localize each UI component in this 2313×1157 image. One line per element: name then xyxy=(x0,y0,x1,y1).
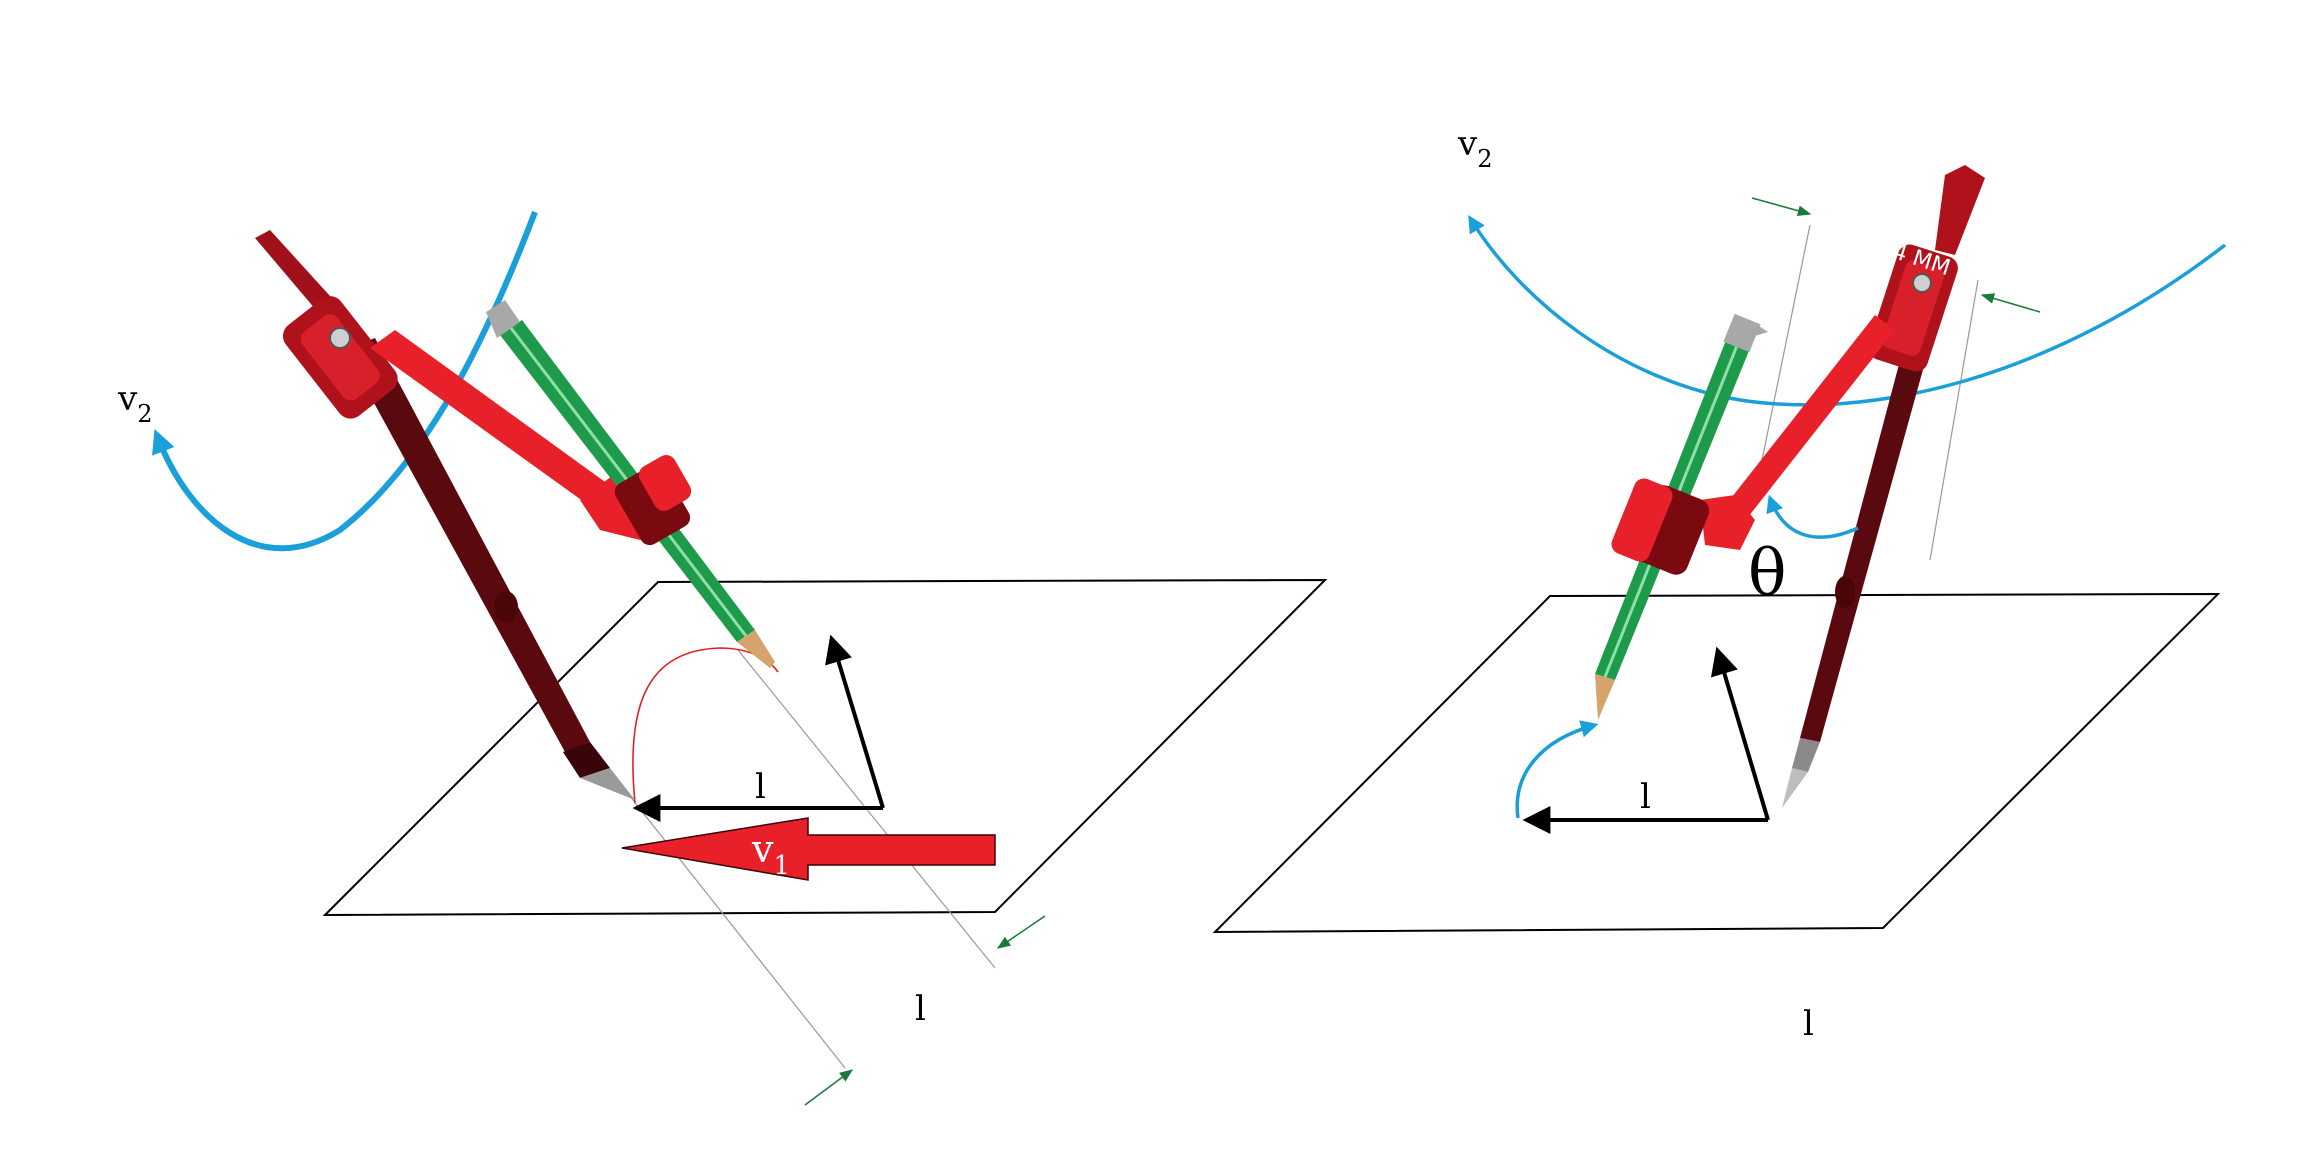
right-angle-arc-arrow xyxy=(1766,494,1859,539)
left-dimension-arrow-upper xyxy=(996,915,1046,949)
left-v2-label: v2 xyxy=(117,379,153,428)
left-v1-label: v1 xyxy=(751,827,790,881)
right-distance-label: l xyxy=(1803,1004,1814,1044)
left-radius-label: l xyxy=(755,767,766,807)
left-panel: v1 v2 l l xyxy=(117,210,1328,1106)
right-radius-label: l xyxy=(1640,777,1651,817)
right-panel: 4 MM v2 θ l l xyxy=(1212,124,2227,1044)
left-distance-label: l xyxy=(915,989,926,1029)
right-v2-arc-arrow xyxy=(1468,215,2227,407)
right-v2-label: v2 xyxy=(1457,124,1493,173)
right-dimension-lines xyxy=(1759,224,1979,561)
left-dimension-arrow-lower xyxy=(804,1069,854,1106)
right-compass: 4 MM xyxy=(1595,165,1985,808)
left-compass xyxy=(255,230,775,800)
right-paper-plane xyxy=(1212,592,2221,934)
right-normal-arrow xyxy=(1710,646,1770,821)
right-dimension-arrow-upper xyxy=(1751,197,1812,216)
right-angle-label: θ xyxy=(1748,537,1787,611)
left-v1-arrow xyxy=(621,817,996,881)
right-dimension-arrow-lower xyxy=(1980,293,2041,313)
left-normal-arrow xyxy=(825,634,885,809)
right-pencil-arc-arrow xyxy=(1515,720,1599,819)
